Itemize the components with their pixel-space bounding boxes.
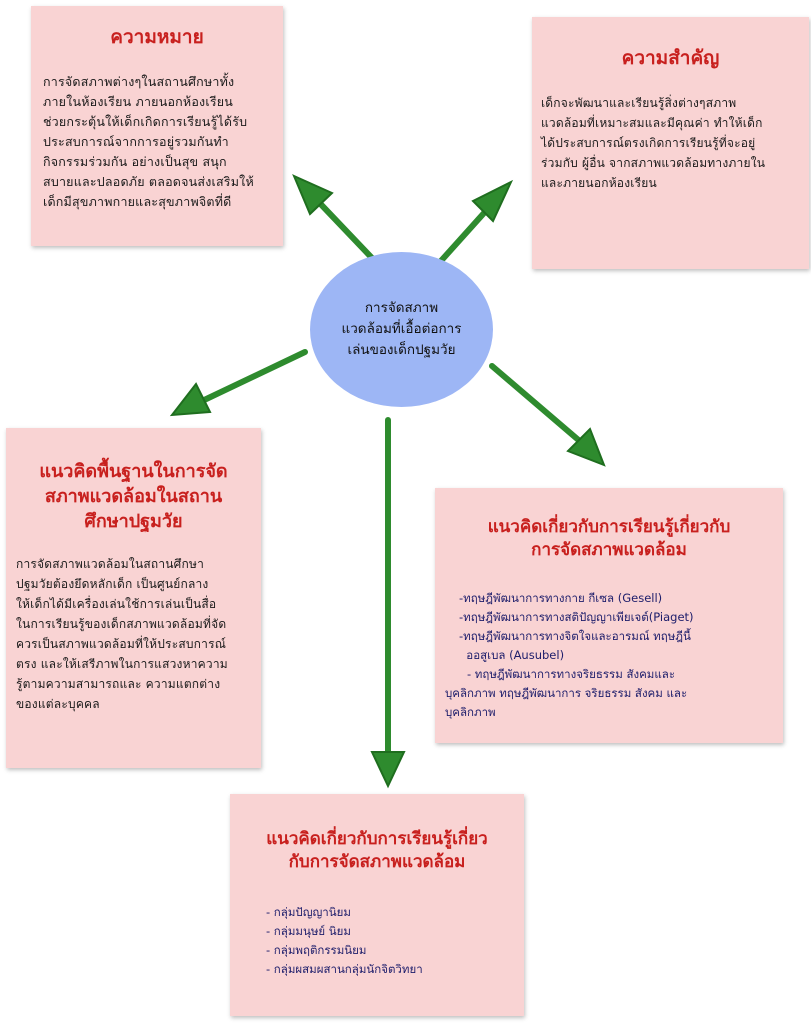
arrow-head-meaning xyxy=(292,174,334,216)
text-line: ในการเรียนรู้ของเด็กสภาพแวดล้อมที่จัด xyxy=(16,617,227,632)
list-item: - ทฤษฎีพัฒนาการทางจริยธรรม สังคมและ xyxy=(467,666,675,681)
title-line: ศึกษาปฐมวัย xyxy=(84,510,183,532)
learning-groups-list: - กลุ่มปัญญานิยม - กลุ่มมนุษย์ นิยม - กล… xyxy=(266,903,524,979)
text-line: การจัดสภาพต่างๆในสถานศึกษาทั้ง xyxy=(43,74,235,90)
text-line: ร่วมกับ ผู้อื่น จากสภาพแวดล้อมทางภายใน xyxy=(541,156,766,171)
text-line: รู้ตามความสามารถและ ความแตกต่าง xyxy=(16,677,221,692)
text-line: แวดล้อมที่เหมาะสมและมีคุณค่า ทำให้เด็ก xyxy=(541,116,763,131)
text-line: ประสบการณ์จากการอยู่รวมกันทำ xyxy=(43,134,229,150)
list-item: ออสูเบล (Ausubel) xyxy=(459,647,565,662)
text-line: การจัดสภาพแวดล้อมในสถานศึกษา xyxy=(16,557,205,572)
learning-theories-box: แนวคิดเกี่ยวกับการเรียนรู้เกี่ยวกับ การจ… xyxy=(435,488,783,743)
list-item: - กลุ่มปัญญานิยม xyxy=(266,904,351,919)
basic-concept-box: แนวคิดพื้นฐานในการจัด สภาพแวดล้อมในสถาน … xyxy=(6,428,261,768)
arrow-head-importance xyxy=(471,179,514,223)
text-line: ช่วยกระตุ้นให้เด็กเกิดการเรียนรู้ได้รับ xyxy=(43,114,248,130)
list-item: บุคลิกภาพ xyxy=(445,704,496,719)
learning-theories-list: -ทฤษฎีพัฒนาการทางกาย กีเซล (Gesell) -ทฤษ… xyxy=(445,589,783,722)
text-line: เด็กมีสุขภาพกายและสุขภาพจิตที่ดี xyxy=(43,194,232,210)
learning-theories-title: แนวคิดเกี่ยวกับการเรียนรู้เกี่ยวกับ การจ… xyxy=(435,516,783,563)
title-line: แนวคิดเกี่ยวกับการเรียนรู้เกี่ยวกับ xyxy=(487,517,731,537)
title-line: แนวคิดเกี่ยวกับการเรียนรู้เกี่ยว xyxy=(266,829,488,849)
text-line: ให้เด็กได้มีเครื่องเล่นใช้การเล่นเป็นสื่… xyxy=(16,597,217,612)
central-topic-text: การจัดสภาพ แวดล้อมที่เอื้อต่อการ เล่นของ… xyxy=(342,298,462,361)
text-line: ของแต่ละบุคคล xyxy=(16,697,100,712)
list-item: -ทฤษฎีพัฒนาการทางกาย กีเซล (Gesell) xyxy=(459,590,663,605)
text-line: กิจกรรมร่วมกัน อย่างเป็นสุข สนุก xyxy=(43,154,227,170)
list-item: -ทฤษฎีพัฒนาการทางสติปัญญาเพียเจต์(Piaget… xyxy=(459,609,694,624)
importance-text: เด็กจะพัฒนาและเรียนรู้สิ่งต่างๆสภาพ แวดล… xyxy=(541,93,809,193)
list-item: - กลุ่มพฤติกรรมนิยม xyxy=(266,942,367,957)
title-line: การจัดสภาพแวดล้อม xyxy=(531,540,687,561)
learning-groups-box: แนวคิดเกี่ยวกับการเรียนรู้เกี่ยว กับการจ… xyxy=(230,794,524,1016)
basic-concept-title: แนวคิดพื้นฐานในการจัด สภาพแวดล้อมในสถาน … xyxy=(6,460,261,534)
meaning-text: การจัดสภาพต่างๆในสถานศึกษาทั้ง ภายในห้อง… xyxy=(43,72,283,212)
arrow-head-theories xyxy=(566,427,606,467)
list-item: - กลุ่มผสมผสานกลุ่มนักจิตวิทยา xyxy=(266,961,423,976)
list-item: -ทฤษฎีพัฒนาการทางจิตใจและอารมณ์ ทฤษฎีนี้ xyxy=(459,628,691,643)
importance-box: ความสำคัญ เด็กจะพัฒนาและเรียนรู้สิ่งต่าง… xyxy=(532,17,809,269)
text-line: ตรง และให้เสรีภาพในการแสวงหาความ xyxy=(16,657,228,672)
text-line: เด็กจะพัฒนาและเรียนรู้สิ่งต่างๆสภาพ xyxy=(541,96,737,111)
arrow-to-theories xyxy=(489,363,585,446)
importance-title: ความสำคัญ xyxy=(621,47,720,69)
text-line: เล่นของเด็กปฐมวัย xyxy=(347,342,456,358)
text-line: สบายและปลอดภัย ตลอดจนส่งเสริมให้ xyxy=(43,174,254,190)
text-line: ควรเป็นสภาพแวดล้อมที่ให้ประสบการณ์ xyxy=(16,637,227,652)
text-line: แวดล้อมที่เอื้อต่อการ xyxy=(341,321,462,337)
text-line: การจัดสภาพ xyxy=(364,300,439,316)
text-line: และภายนอกห้องเรียน xyxy=(541,176,657,191)
learning-groups-title: แนวคิดเกี่ยวกับการเรียนรู้เกี่ยว กับการจ… xyxy=(230,828,524,875)
text-line: ได้ประสบการณ์ตรงเกิดการเรียนรู้ที่จะอยู่ xyxy=(541,136,756,151)
title-line: แนวคิดพื้นฐานในการจัด xyxy=(39,461,228,482)
meaning-box: ความหมาย การจัดสภาพต่างๆในสถานศึกษาทั้ง … xyxy=(31,6,283,246)
text-line: ภายในห้องเรียน ภายนอกห้องเรียน xyxy=(43,94,234,110)
title-line: กับการจัดสภาพแวดล้อม xyxy=(288,852,466,873)
list-item: - กลุ่มมนุษย์ นิยม xyxy=(266,923,351,938)
text-line: ปฐมวัยต้องยึดหลักเด็ก เป็นศูนย์กลาง xyxy=(16,577,209,592)
title-line: สภาพแวดล้อมในสถาน xyxy=(44,485,223,507)
arrow-to-meaning xyxy=(309,192,375,261)
basic-concept-text: การจัดสภาพแวดล้อมในสถานศึกษา ปฐมวัยต้องย… xyxy=(16,554,261,714)
central-topic-ellipse: การจัดสภาพ แวดล้อมที่เอื้อต่อการ เล่นของ… xyxy=(310,252,493,407)
list-item: บุคลิกภาพ ทฤษฎีพัฒนาการ จริยธรรม สังคม แ… xyxy=(445,685,688,700)
arrow-head-basic xyxy=(169,382,212,417)
meaning-title: ความหมาย xyxy=(110,26,204,48)
arrow-to-basic xyxy=(197,349,308,405)
arrow-head-groups xyxy=(370,751,406,789)
